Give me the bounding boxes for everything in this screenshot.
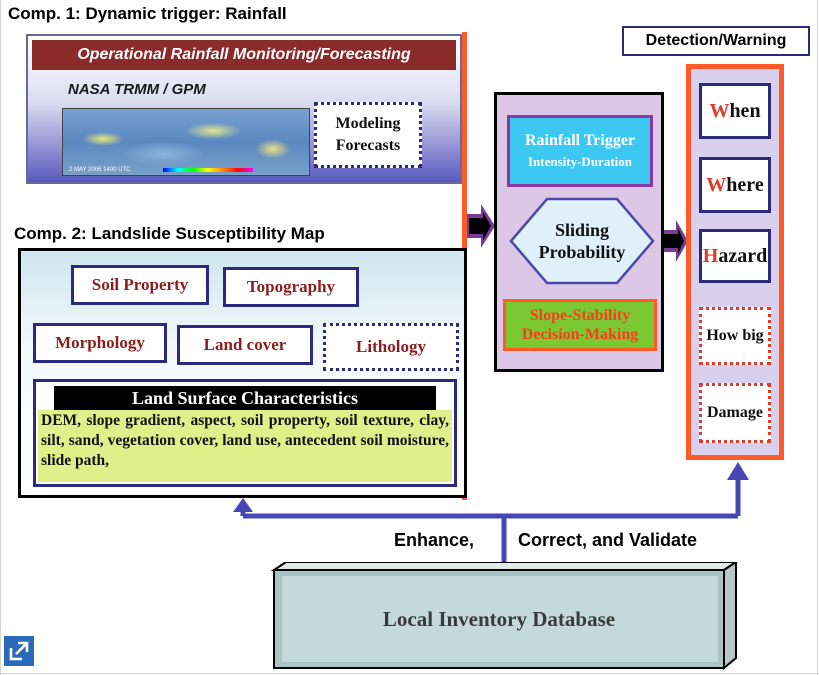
arrow-to-detection: [664, 220, 688, 262]
when-first-letter: W: [709, 99, 730, 122]
enhance-label: Enhance,: [394, 530, 475, 550]
detection-warning-title: Detection/Warning: [622, 26, 810, 56]
when-rest: hen: [729, 99, 761, 122]
where-rest: here: [726, 173, 764, 196]
rainfall-trigger-box: Rainfall Trigger Intensity-Duration: [507, 115, 653, 187]
land-cover-box: Land cover: [177, 325, 313, 365]
sliding-probability-text: Sliding Probability: [507, 201, 657, 281]
expand-icon[interactable]: [4, 636, 34, 666]
how-big-box: How big: [699, 307, 771, 365]
soil-property-box: Soil Property: [71, 265, 209, 305]
lithology-box: Lithology: [323, 323, 459, 371]
slope-stability-box: Slope-Stability Decision-Making: [503, 299, 657, 351]
probability-label: Probability: [538, 242, 626, 262]
sliding-label: Sliding: [554, 220, 610, 240]
land-surface-header: Land Surface Characteristics: [54, 386, 436, 410]
forecasts-label: Forecasts: [335, 137, 401, 154]
local-inventory-database-label: Local Inventory Database: [382, 606, 616, 631]
database-box-shape: [270, 562, 738, 671]
modeling-label: Modeling: [335, 115, 401, 132]
modeling-forecasts-box: Modeling Forecasts: [314, 102, 422, 168]
satellite-label: NASA TRMM / GPM: [68, 81, 206, 98]
sliding-probability-diamond: [509, 197, 655, 285]
arrow-to-middle: [467, 204, 495, 248]
topography-box: Topography: [223, 267, 359, 307]
slope-stability-label: Slope-Stability: [529, 307, 631, 324]
decision-making-label: Decision-Making: [521, 326, 639, 343]
hazard-rest: azard: [718, 244, 768, 267]
rainfall-banner: Operational Rainfall Monitoring/Forecast…: [32, 40, 456, 70]
trigger-decision-panel: Rainfall Trigger Intensity-Duration Slid…: [494, 92, 664, 372]
land-surface-text: DEM, slope gradient, aspect, soil proper…: [38, 410, 452, 482]
comp1-title: Comp. 1: Dynamic trigger: Rainfall: [8, 4, 287, 23]
rainfall-trigger-label: Rainfall Trigger: [524, 132, 636, 149]
hazard-first-letter: H: [702, 244, 719, 267]
damage-box: Damage: [699, 383, 771, 443]
morphology-box: Morphology: [33, 323, 167, 363]
comp2-title: Comp. 2: Landslide Susceptibility Map: [14, 224, 325, 243]
expand-arrow-glyph: [9, 641, 29, 661]
map-color-scale: [163, 168, 253, 172]
correct-validate-label: Correct, and Validate: [518, 530, 698, 550]
intensity-duration-label: Intensity-Duration: [527, 154, 632, 169]
land-surface-box: Land Surface Characteristics DEM, slope …: [33, 379, 457, 487]
map-caption: 2 MAY 2006 1400 UTC: [69, 167, 131, 173]
rainfall-map-image: 2 MAY 2006 1400 UTC: [62, 108, 310, 176]
where-first-letter: W: [706, 173, 727, 196]
rainfall-monitoring-panel: Operational Rainfall Monitoring/Forecast…: [26, 34, 462, 184]
susceptibility-map-panel: Soil Property Topography Morphology Land…: [18, 248, 467, 498]
